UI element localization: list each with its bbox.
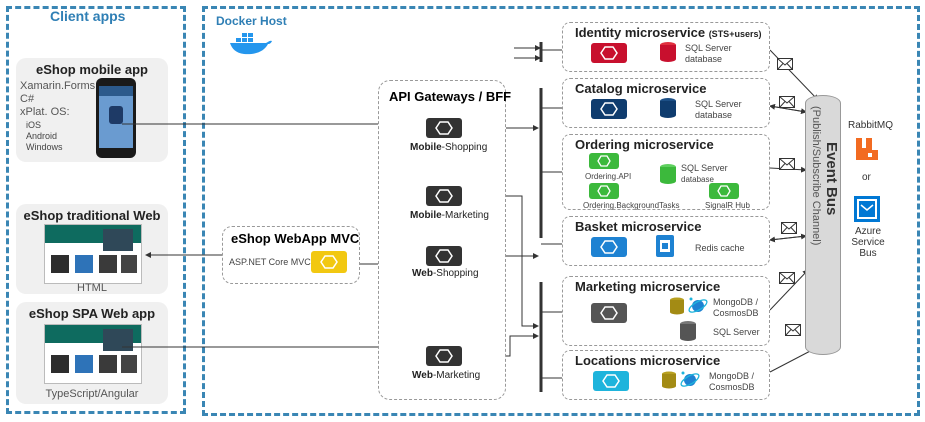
phone-image [96,78,136,158]
locations-cosmosdb-icon [680,371,700,387]
marketing-title: Marketing microservice [575,279,721,294]
ordering-title: Ordering microservice [575,137,714,152]
spa-web-title: eShop SPA Web app [28,306,156,321]
marketing-container-icon [591,303,627,323]
catalog-database-icon [660,98,676,118]
basket-microservice-box: Basket microservice Redis cache [562,216,770,266]
ordering-tasks-label: Ordering.BackgroundTasks [583,201,680,210]
catalog-title: Catalog microservice [575,81,707,96]
envelope-icon [779,272,795,284]
gateway-web-shopping-icon [426,246,462,266]
web-screenshot [44,224,142,284]
locations-db-label: MongoDB /CosmosDB [709,371,755,392]
marketing-db2-label: SQL Server [713,327,760,337]
rabbitmq-icon [856,138,878,160]
event-bus-title: Event Bus [823,142,840,216]
envelope-icon [779,96,795,108]
envelope-icon [781,222,797,234]
mobile-app-panel: eShop mobile app Xamarin.Forms C# xPlat.… [16,58,168,162]
basket-db-label: Redis cache [695,243,745,253]
signalr-hub-icon [709,183,739,199]
docker-host-title: Docker Host [216,14,287,28]
api-gateways-title: API Gateways / BFF [389,89,512,104]
basket-title: Basket microservice [575,219,702,234]
mobile-tech-line-2: C# [20,93,35,105]
cosmosdb-icon [688,297,708,313]
envelope-icon [779,158,795,170]
webapp-mvc-box: eShop WebApp MVC ASP.NET Core MVC [222,226,360,284]
mobile-os-android: Android [26,131,58,141]
azure-service-bus-icon [854,196,880,222]
gateway-mobile-shopping-label: Mobile-Shopping [410,142,488,153]
marketing-microservice-box: Marketing microservice MongoDB /CosmosDB… [562,276,770,346]
ordering-api-icon [589,153,619,169]
event-bus-subtitle: (Publish/Subscribe Channel) [810,106,822,246]
mobile-os-ios: iOS [26,120,42,130]
mobile-tech-line-1: Xamarin.Forms [20,80,96,92]
locations-title: Locations microservice [575,353,721,368]
signalr-hub-label: SignalR Hub [705,201,750,210]
ordering-microservice-box: Ordering microservice Ordering.API Order… [562,134,770,210]
catalog-container-icon [591,99,627,119]
locations-mongodb-icon [662,371,676,389]
identity-title: Identity microservice (STS+users) [575,25,762,40]
gateway-web-shopping-label: Web-Shopping [412,268,479,279]
gateway-web-marketing-label: Web-Marketing [412,370,481,381]
gateway-mobile-marketing-icon [426,186,462,206]
gateway-web-marketing-icon [426,346,462,366]
traditional-web-panel: eShop traditional Web app HTML [16,204,168,294]
mobile-app-title: eShop mobile app [36,62,148,77]
identity-database-icon [660,42,676,62]
marketing-db1-label: MongoDB /CosmosDB [713,297,759,318]
ordering-database-icon [660,164,676,184]
traditional-web-caption: HTML [77,282,107,294]
mobile-os-windows: Windows [26,142,63,152]
spa-web-panel: eShop SPA Web app TypeScript/Angular [16,302,168,404]
ordering-tasks-icon [589,183,619,199]
docker-whale-icon [230,33,272,55]
client-apps-title: Client apps [50,8,126,24]
envelope-icon [777,58,793,70]
identity-microservice-box: Identity microservice (STS+users) SQL Se… [562,22,770,72]
identity-container-icon [591,43,627,63]
gateway-mobile-shopping-icon [426,118,462,138]
webapp-mvc-title: eShop WebApp MVC [231,231,360,246]
webapp-mvc-subtitle: ASP.NET Core MVC [229,257,311,267]
event-bus: Event Bus (Publish/Subscribe Channel) [805,95,841,355]
ordering-api-label: Ordering.API [585,172,632,181]
client-apps-region [6,6,186,414]
gateway-mobile-marketing-label: Mobile-Marketing [410,210,489,221]
docker-host-region [202,6,920,416]
mobile-tech-line-3: xPlat. OS: [20,106,70,118]
marketing-sql-icon [680,321,696,341]
mongodb-icon [670,297,684,315]
locations-microservice-box: Locations microservice MongoDB /CosmosDB [562,350,770,400]
locations-container-icon [593,371,629,391]
envelope-icon [785,324,801,336]
or-label: or [862,172,871,183]
rabbitmq-label: RabbitMQ [848,120,894,131]
basket-container-icon [591,237,627,257]
spa-web-caption: TypeScript/Angular [45,388,139,400]
spa-screenshot [44,324,142,384]
redis-cache-icon [656,235,674,257]
mvc-container-icon [311,251,347,273]
